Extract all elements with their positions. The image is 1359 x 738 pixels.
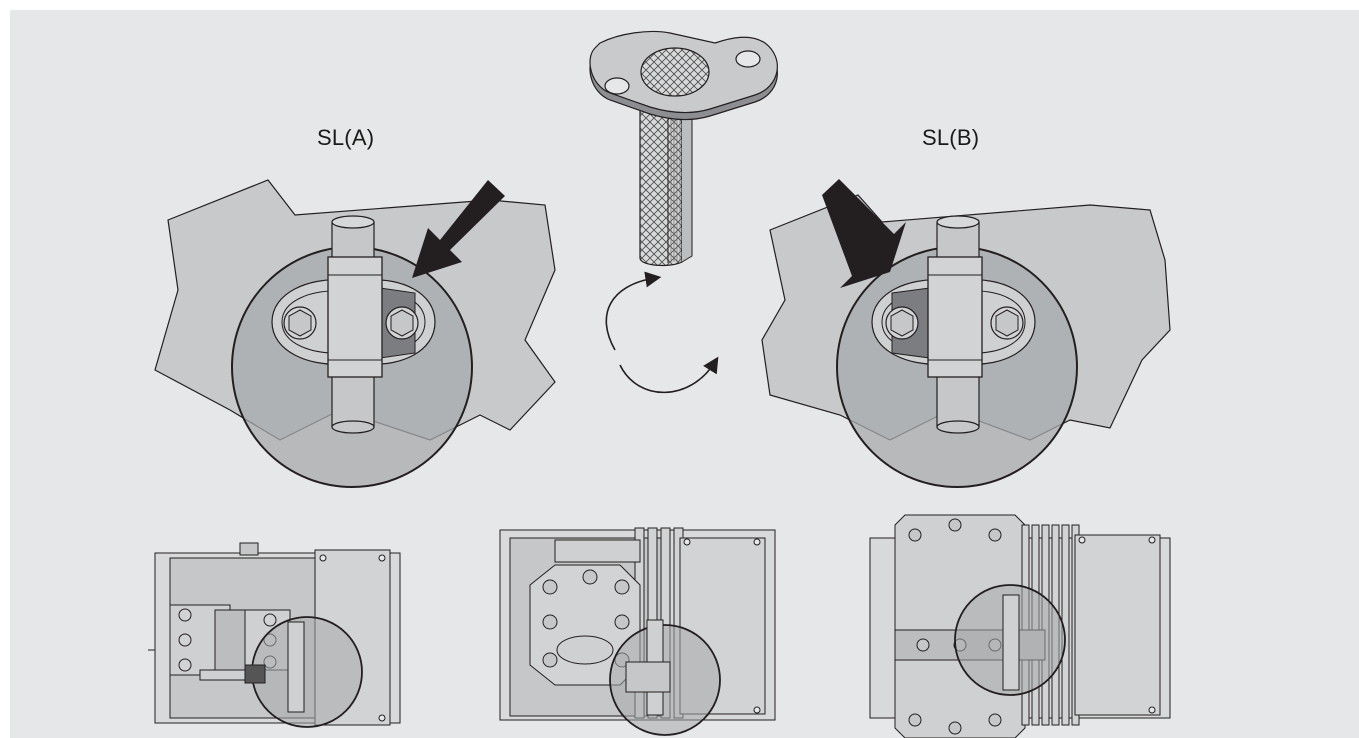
- detail-sl-b: [761, 179, 1171, 488]
- strainer-icon: [589, 30, 778, 267]
- bolt-a-left: [283, 306, 317, 340]
- compressor-medium: [499, 527, 776, 736]
- clamp-a: [327, 256, 383, 378]
- diagram-panel: SL(A) SL(B): [10, 10, 1359, 738]
- diagram-canvas: [148, 30, 1171, 738]
- compressor-small: [148, 542, 401, 728]
- bolt-b-right: [990, 306, 1024, 340]
- detail-sl-a: [154, 179, 556, 488]
- bolt-a-right: [385, 306, 419, 340]
- clamp-b: [927, 256, 983, 378]
- bolt-b-left: [885, 306, 919, 340]
- compressor-large: [869, 514, 1171, 738]
- label-sl-a: SL(A): [317, 125, 375, 150]
- pointer-arrow-icon: [822, 179, 906, 288]
- pointer-arrow-icon: [412, 180, 505, 278]
- label-sl-b: SL(B): [922, 125, 980, 150]
- rotation-arrows-icon: [605, 271, 719, 394]
